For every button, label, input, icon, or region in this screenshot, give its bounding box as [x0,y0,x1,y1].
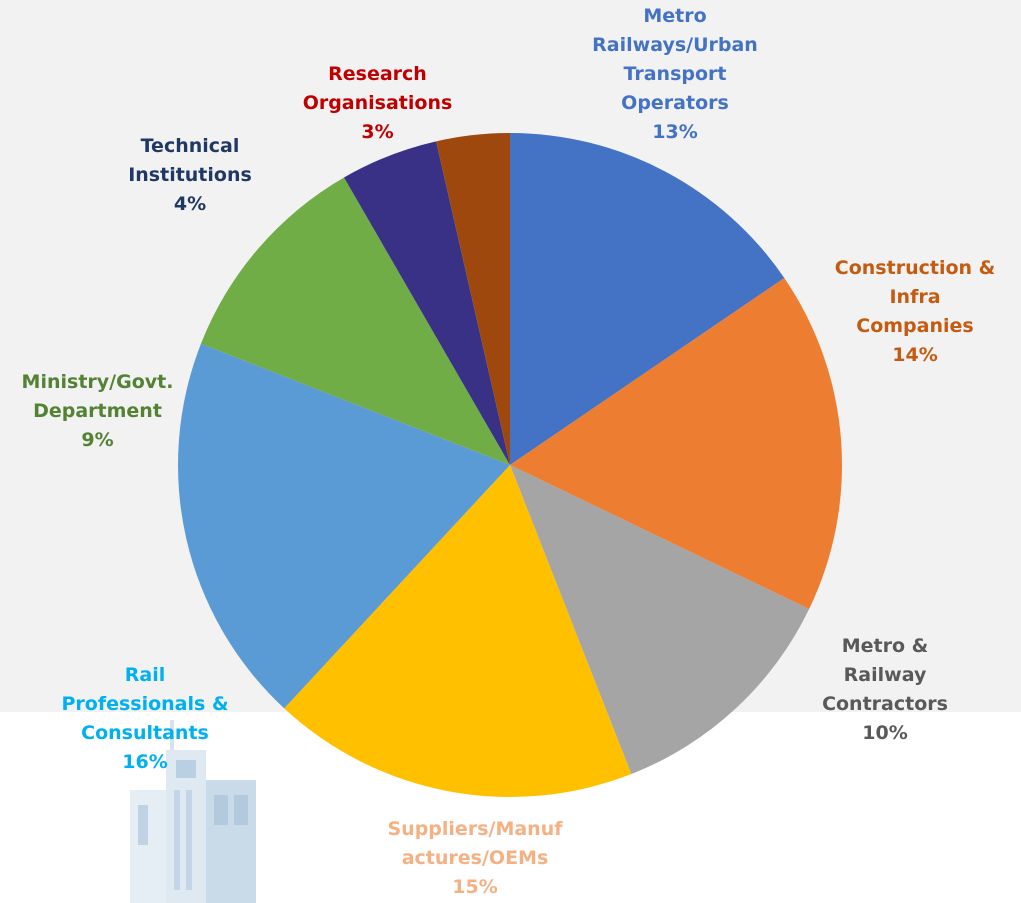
slice-label-line: Ministry/Govt. [21,371,174,393]
slice-percent-label: 10% [862,722,908,744]
pie-slice-2 [510,465,810,775]
slice-label-line: Consultants [81,722,209,744]
slice-label-5: Ministry/Govt. Department 9% [0,368,195,455]
building-watermark-image [130,720,256,903]
slice-label-line: Metro [643,5,707,27]
pie-slice-1 [510,277,842,610]
slice-percent-label: 9% [81,429,114,451]
slice-label-line: Organisations [302,92,453,114]
slice-label-3: Suppliers/Manuf actures/OEMs 15% [360,815,590,902]
slice-label-line: Companies [856,315,974,337]
slice-label-line: Research [328,63,427,85]
slice-label-line: Institutions [128,164,252,186]
pie-slice-7 [436,133,510,465]
slice-label-line: Contractors [822,693,948,715]
slice-label-line: Department [33,400,162,422]
slice-label-line: Professionals & [61,693,229,715]
pie-slice-5 [200,177,510,466]
pie-slice-0 [510,133,785,465]
slice-label-line: Metro & [841,635,929,657]
pie-slices [178,133,842,797]
slice-label-line: Infra [889,286,941,308]
slice-label-line: Railway [843,664,927,686]
slice-percent-label: 16% [122,751,168,773]
slice-percent-label: 4% [173,193,207,215]
slice-percent-label: 14% [892,344,938,366]
pie-slice-4 [178,343,511,709]
slice-percent-label: 3% [361,121,394,143]
slice-label-line: Technical [140,135,240,157]
slice-label-line: Construction & [834,257,996,279]
pie-slice-6 [344,141,510,465]
slice-label-line: Railways/Urban [592,34,758,56]
pie-slice-3 [284,465,632,797]
slice-label-line: Suppliers/Manuf [387,818,563,840]
slice-percent-label: 13% [652,121,698,143]
slice-label-line: Rail [124,664,166,686]
slice-label-line: actures/OEMs [401,847,549,869]
slice-percent-label: 15% [452,876,498,898]
slice-label-line: Operators [621,92,729,114]
slice-label-line: Transport [623,63,727,85]
